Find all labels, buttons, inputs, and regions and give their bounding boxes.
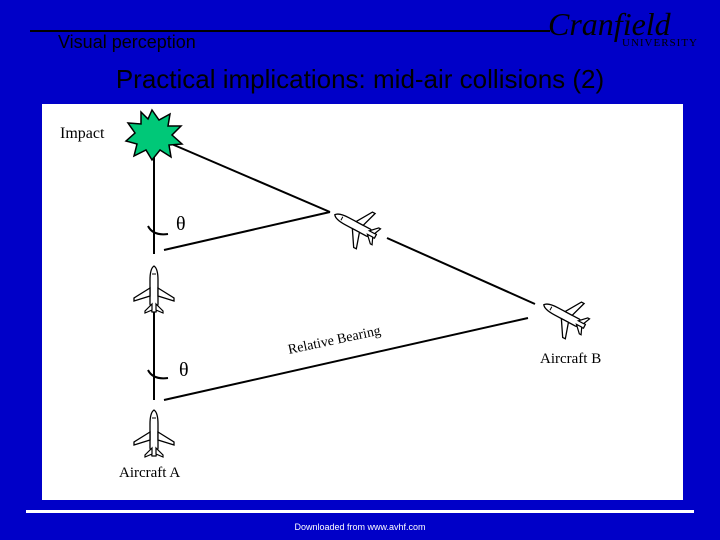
header-rule: [30, 30, 550, 32]
impact-burst-icon: [124, 108, 184, 162]
aircraft-a-label: Aircraft A: [119, 465, 180, 481]
section-label: Visual perception: [58, 32, 196, 52]
logo-subtitle: UNIVERSITY: [622, 37, 698, 49]
aircraft-a-upper-icon: [133, 265, 175, 314]
slide-title: Practical implications: mid-air collisio…: [115, 64, 605, 94]
theta-label-bottom: θ: [179, 359, 189, 381]
collision-diagram: Impact θ θ Relative Bearing Aircraft A A…: [42, 104, 683, 500]
sight-line-upper: [163, 211, 331, 251]
logo-wordmark: Cranfield: [548, 6, 671, 42]
angle-arc-top: [147, 225, 169, 236]
footer-rule: [26, 510, 694, 513]
aircraft-a-lower-icon: [133, 409, 175, 458]
aircraft-b-label: Aircraft B: [540, 351, 601, 367]
diagram-svg: Impact θ θ Relative Bearing Aircraft A A…: [60, 108, 601, 481]
theta-label-top: θ: [176, 213, 186, 235]
aircraft-b-track-lower: [386, 237, 536, 305]
aircraft-b-track-upper: [166, 141, 331, 213]
angle-arc-bottom: [147, 369, 169, 380]
impact-label: Impact: [60, 125, 105, 142]
cranfield-logo: Cranfield UNIVERSITY: [548, 6, 698, 50]
sight-line-lower: [163, 317, 529, 401]
relative-bearing-label: Relative Bearing: [287, 324, 383, 358]
footer-credit: Downloaded from www.avhf.com: [294, 522, 426, 532]
aircraft-b-upper-icon: [324, 196, 387, 256]
aircraft-b-lower-icon: [533, 286, 596, 346]
